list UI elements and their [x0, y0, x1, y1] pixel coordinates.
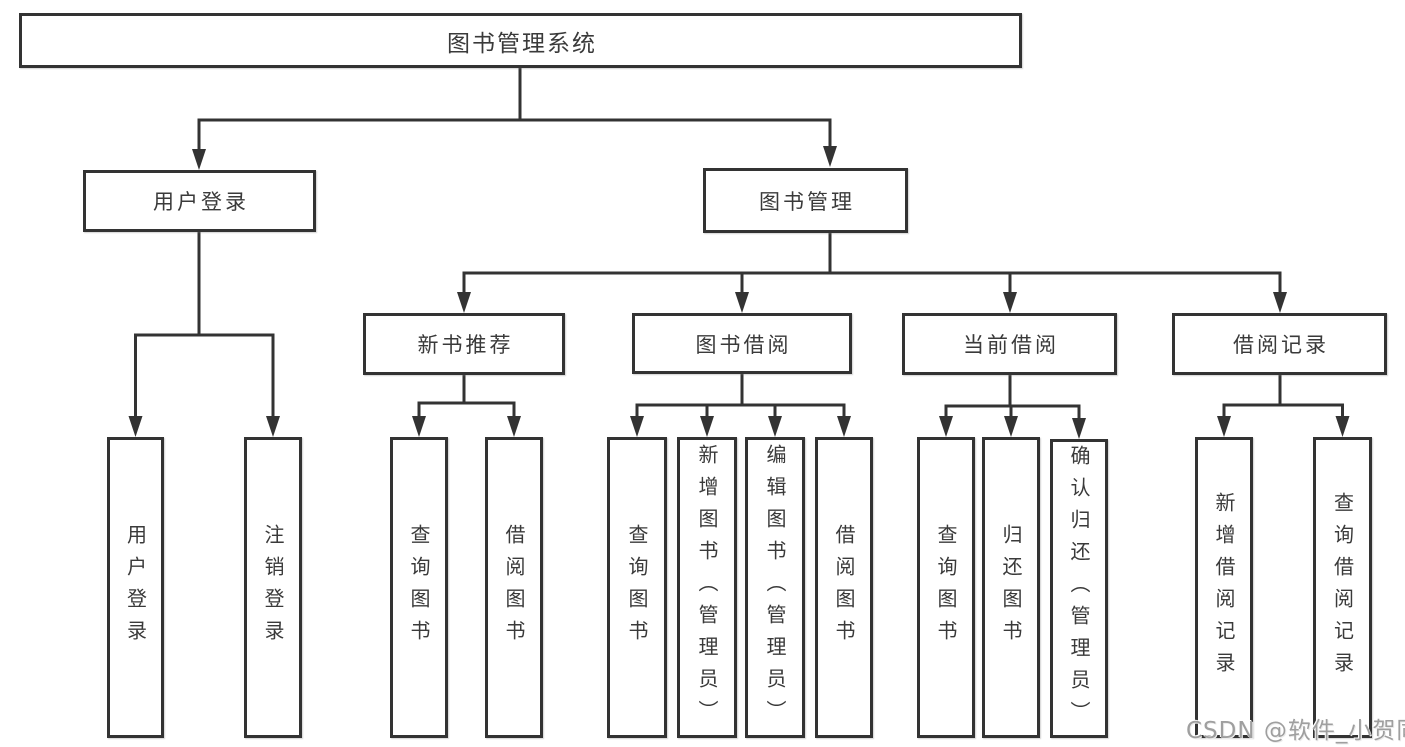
node-leaf-query-borrow-record: 查询借阅记录 — [1313, 437, 1372, 738]
node-leaf-query-book-3: 查询图书 — [917, 437, 975, 738]
node-leaf-query-book-2: 查询图书 — [607, 437, 667, 738]
connector-new-book-children — [417, 375, 516, 419]
connector-user-login-children — [134, 232, 275, 419]
node-leaf-user-login: 用户登录 — [107, 437, 164, 738]
arrowheads — [128, 146, 1350, 439]
node-label: 查询图书 — [407, 523, 431, 652]
node-label: 当前借阅 — [963, 333, 1059, 357]
node-leaf-borrow-book-1: 借阅图书 — [485, 437, 543, 738]
node-label: 查询借阅记录 — [1330, 491, 1355, 684]
node-label: 新增图书（管理员） — [695, 443, 719, 732]
node-label: 图书管理系统 — [447, 30, 597, 57]
connector-records-children — [1222, 375, 1344, 419]
node-system-root: 图书管理系统 — [19, 13, 1022, 68]
connector-current-borrow-children — [944, 375, 1081, 419]
node-label: 查询图书 — [625, 523, 649, 652]
node-leaf-query-book-1: 查询图书 — [390, 437, 448, 738]
node-label: 归还图书 — [999, 523, 1023, 652]
node-label: 注销登录 — [261, 523, 285, 652]
node-label: 用户登录 — [123, 523, 148, 652]
node-label: 借阅记录 — [1233, 333, 1329, 357]
node-borrow-records: 借阅记录 — [1172, 313, 1387, 375]
node-user-login: 用户登录 — [83, 170, 316, 232]
node-leaf-return-book: 归还图书 — [982, 437, 1040, 738]
node-new-book-recommend: 新书推荐 — [363, 313, 565, 375]
node-label: 编辑图书（管理员） — [763, 443, 787, 732]
csdn-watermark: CSDN @软件_小贺同学 — [1186, 718, 1405, 744]
node-book-management: 图书管理 — [703, 168, 908, 233]
node-leaf-confirm-return-admin: 确认归还（管理员） — [1050, 439, 1108, 738]
connector-book-borrow-children — [635, 374, 846, 419]
node-label: 图书管理 — [759, 189, 855, 214]
node-label: 借阅图书 — [832, 523, 856, 652]
node-current-borrow: 当前借阅 — [902, 313, 1117, 375]
node-leaf-add-borrow-record: 新增借阅记录 — [1195, 437, 1253, 738]
node-label: 新增借阅记录 — [1212, 491, 1236, 684]
connector-book-mgmt-children — [462, 233, 1282, 295]
node-label: 确认归还（管理员） — [1067, 444, 1091, 733]
node-book-borrow: 图书借阅 — [632, 313, 852, 374]
connector-root-to-level2 — [197, 68, 832, 152]
node-leaf-add-book-admin: 新增图书（管理员） — [677, 437, 737, 738]
node-label: 用户登录 — [153, 190, 249, 214]
node-label: 新书推荐 — [417, 333, 514, 357]
node-label: 借阅图书 — [502, 523, 526, 652]
node-label: 查询图书 — [934, 523, 958, 652]
node-leaf-borrow-book-2: 借阅图书 — [815, 437, 873, 738]
node-label: 图书借阅 — [695, 332, 792, 357]
node-leaf-edit-book-admin: 编辑图书（管理员） — [745, 437, 805, 738]
node-leaf-logout: 注销登录 — [244, 437, 302, 738]
